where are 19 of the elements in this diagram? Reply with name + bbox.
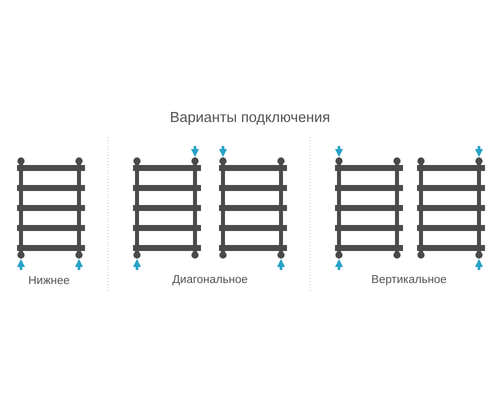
connection-type-label: Диагональное: [172, 274, 248, 287]
flow-arrow: [133, 259, 141, 270]
flow-arrow: [277, 259, 285, 270]
flow-arrow: [17, 259, 25, 270]
connection-type-label: Вертикальное: [371, 274, 447, 287]
flow-arrow: [475, 259, 483, 270]
flow-arrow: [475, 146, 483, 157]
flow-arrow: [335, 259, 343, 270]
flow-arrow: [191, 146, 199, 157]
title: Варианты подключения: [170, 109, 330, 127]
flow-arrow: [335, 146, 343, 157]
towel-rail-drawing: [17, 157, 85, 259]
flow-arrow: [75, 259, 83, 270]
towel-rail-drawing: [417, 157, 485, 259]
towel-rail-drawing: [219, 157, 287, 259]
towel-rail-drawing: [335, 157, 403, 259]
connection-type-label: Нижнее: [28, 275, 70, 288]
towel-rail-drawing: [133, 157, 201, 259]
flow-arrow: [219, 146, 227, 157]
